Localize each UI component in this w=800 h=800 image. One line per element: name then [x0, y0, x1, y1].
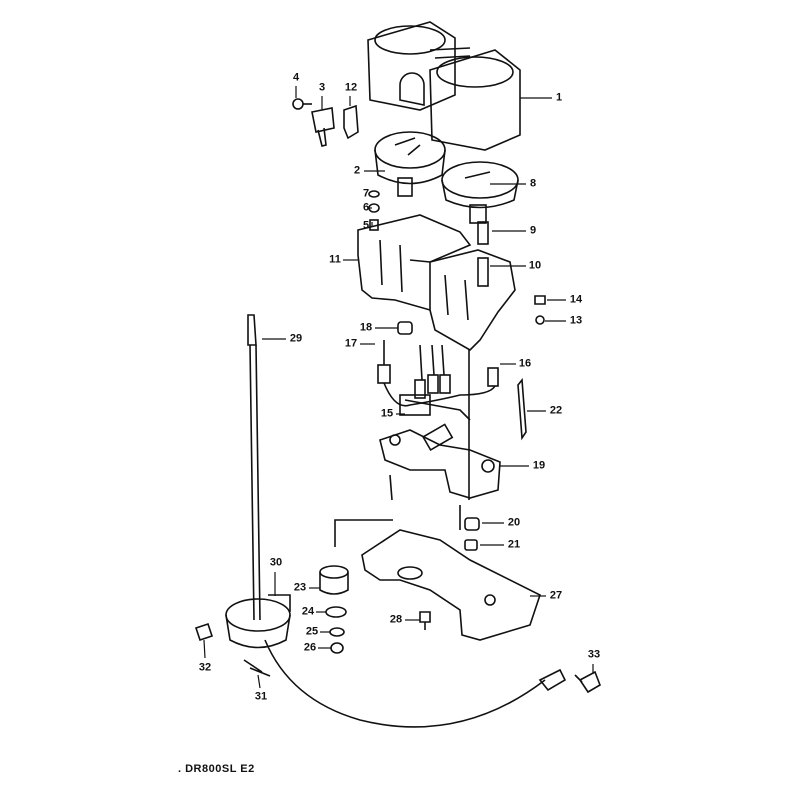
- gauge-2: [374, 131, 446, 197]
- callout-4: 4: [292, 71, 300, 84]
- screw-28: [419, 611, 431, 630]
- gauge-8: [441, 161, 519, 224]
- callout-10: 10: [528, 259, 542, 272]
- callout-32: 32: [198, 661, 212, 674]
- bolt-33: [574, 670, 601, 694]
- callout-14: 14: [569, 293, 583, 306]
- screw-31: [243, 659, 271, 677]
- callout-30: 30: [269, 556, 283, 569]
- small-parts-top: [292, 98, 359, 147]
- leader-23: [334, 519, 393, 547]
- grommet-20: [464, 517, 480, 531]
- nut-32: [194, 622, 214, 642]
- band-22: [517, 377, 527, 441]
- diagram-caption: . DR800SL E2: [178, 763, 255, 775]
- callout-12: 12: [344, 81, 358, 94]
- lamp-parts: [477, 221, 489, 287]
- callout-28: 28: [389, 613, 403, 626]
- callout-8: 8: [529, 177, 537, 190]
- callout-15: 15: [380, 407, 394, 420]
- callout-17: 17: [344, 337, 358, 350]
- callout-9: 9: [529, 224, 537, 237]
- base-plate-27: [361, 529, 541, 641]
- callout-26: 26: [303, 641, 317, 654]
- callout-33: 33: [587, 648, 601, 661]
- callout-1: 1: [555, 91, 563, 104]
- callout-13: 13: [569, 314, 583, 327]
- bolts-right: [534, 295, 546, 325]
- callout-31: 31: [254, 690, 268, 703]
- cable-29: [247, 314, 567, 728]
- bulb-socket-parts: [368, 190, 380, 231]
- callout-18: 18: [359, 321, 373, 334]
- clamp-30: [225, 594, 291, 649]
- callout-19: 19: [532, 459, 546, 472]
- wiring-harness: [377, 340, 499, 452]
- callout-6: 6: [362, 201, 370, 214]
- callout-2: 2: [353, 164, 361, 177]
- callout-27: 27: [549, 589, 563, 602]
- meter-case: [367, 21, 521, 151]
- callout-24: 24: [301, 605, 315, 618]
- callout-29: 29: [289, 332, 303, 345]
- callout-25: 25: [305, 625, 319, 638]
- callout-16: 16: [518, 357, 532, 370]
- grommet-18: [397, 321, 413, 335]
- callout-5: 5: [362, 219, 370, 232]
- nut-21: [464, 539, 478, 551]
- lower-case: [357, 214, 516, 351]
- leader-lines: [203, 86, 594, 689]
- callout-3: 3: [318, 81, 326, 94]
- callout-11: 11: [329, 253, 341, 266]
- rubber-mount-parts: [319, 565, 349, 654]
- callout-22: 22: [549, 404, 563, 417]
- callout-23: 23: [293, 581, 307, 594]
- bracket-19: [379, 429, 501, 530]
- callout-21: 21: [507, 538, 521, 551]
- callout-7: 7: [362, 187, 370, 200]
- callout-20: 20: [507, 516, 521, 529]
